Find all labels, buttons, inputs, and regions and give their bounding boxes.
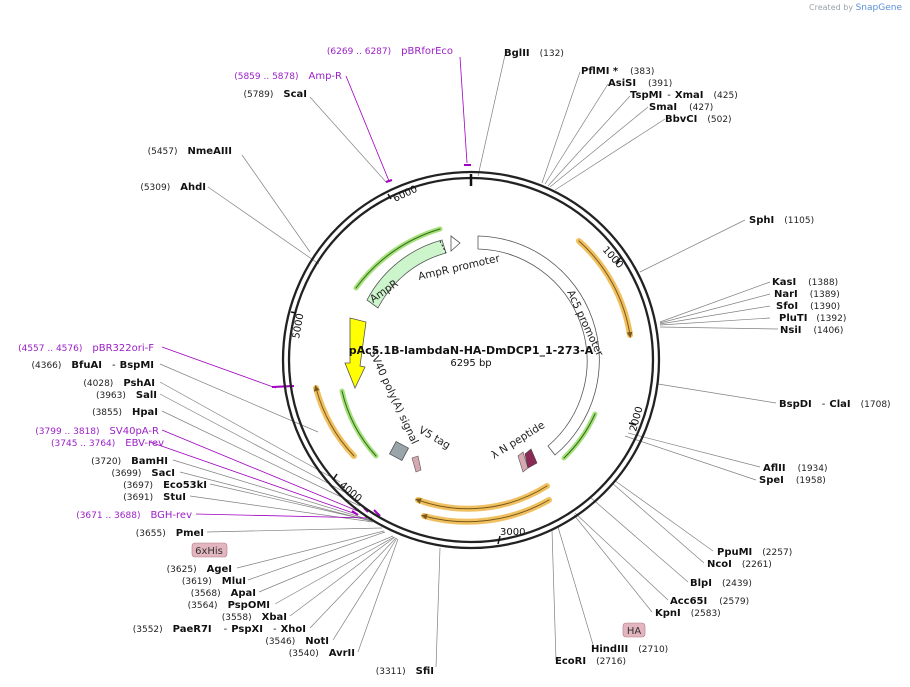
sv40-polya-feature[interactable] bbox=[344, 317, 367, 389]
svg-text:(3799 .. 3818)SV40pA-R: (3799 .. 3818)SV40pA-R bbox=[35, 426, 159, 437]
svg-text:(3655)PmeI: (3655)PmeI bbox=[136, 528, 204, 539]
svg-text:(5457)NmeAIII: (5457)NmeAIII bbox=[148, 146, 232, 157]
svg-text:KpnI(2583): KpnI(2583) bbox=[655, 608, 721, 619]
svg-text:(3311)SfiI: (3311)SfiI bbox=[376, 666, 434, 677]
svg-text:SfoI(1390): SfoI(1390) bbox=[776, 301, 840, 312]
svg-text:NarI(1389): NarI(1389) bbox=[774, 289, 840, 300]
svg-text:(5309)AhdI: (5309)AhdI bbox=[140, 182, 206, 193]
svg-text:KasI(1388): KasI(1388) bbox=[772, 277, 838, 288]
svg-text:(5859 .. 5878)Amp-R: (5859 .. 5878)Amp-R bbox=[234, 71, 342, 82]
primer-marks bbox=[271, 164, 471, 517]
tick-3000: 3000 bbox=[500, 527, 525, 538]
ha-tag-label: HA bbox=[627, 626, 642, 637]
his-tag-label: 6xHis bbox=[195, 546, 223, 557]
plasmid-length: 6295 bp bbox=[450, 358, 491, 369]
ampr-feature[interactable] bbox=[366, 239, 447, 309]
svg-text:PpuMI(2257): PpuMI(2257) bbox=[717, 547, 792, 558]
snapgene-watermark: Created by SnapGene bbox=[809, 3, 902, 13]
watermark-brand: SnapGene bbox=[855, 3, 902, 13]
svg-text:(5789)ScaI: (5789)ScaI bbox=[243, 89, 307, 100]
svg-text:(3619)MluI: (3619)MluI bbox=[182, 576, 246, 587]
svg-text:PflMI *(383): PflMI *(383) bbox=[581, 66, 654, 77]
svg-text:AsiSI(391): AsiSI(391) bbox=[608, 78, 672, 89]
plasmid-name: pAc5.1B-lambdaN-HA-DmDCP1_1-273-A bbox=[349, 344, 594, 357]
feature-label-v5: V5 tag bbox=[417, 424, 453, 452]
v5-tag-feature[interactable] bbox=[388, 440, 410, 462]
primer-leaders bbox=[149, 56, 468, 519]
backbone-outer bbox=[281, 170, 661, 550]
svg-text:BlpI(2439): BlpI(2439) bbox=[690, 578, 752, 589]
svg-text:(3564)PspOMI: (3564)PspOMI bbox=[188, 600, 270, 611]
svg-text:(3691)StuI: (3691)StuI bbox=[123, 492, 186, 503]
svg-text:(3720)BamHI: (3720)BamHI bbox=[91, 456, 168, 467]
his-tag-box[interactable] bbox=[191, 542, 228, 558]
svg-text:(3568)ApaI: (3568)ApaI bbox=[191, 588, 256, 599]
feature-label-lambda-n: λ N peptide bbox=[489, 419, 547, 461]
lambda-n-feature[interactable] bbox=[524, 448, 538, 469]
svg-text:(3699)SacI: (3699)SacI bbox=[111, 468, 175, 479]
svg-text:HindIII(2710): HindIII(2710) bbox=[591, 644, 668, 655]
svg-text:Acc65I(2579): Acc65I(2579) bbox=[670, 596, 749, 607]
svg-text:TspMI-XmaI(425): TspMI-XmaI(425) bbox=[630, 90, 738, 101]
svg-text:(3552)PaeR7I-PspXI-XhoI: (3552)PaeR7I-PspXI-XhoI bbox=[133, 624, 306, 635]
ac5-promoter-feature[interactable] bbox=[477, 235, 600, 456]
svg-text:PluTI(1392): PluTI(1392) bbox=[779, 313, 846, 324]
leader-lines bbox=[159, 54, 779, 668]
ampr-promoter-feature[interactable] bbox=[450, 235, 461, 252]
enzyme-name: BglII bbox=[504, 48, 530, 59]
svg-text:(3540)AvrII: (3540)AvrII bbox=[289, 648, 355, 659]
tick-marks bbox=[290, 193, 637, 545]
svg-text:BspDI-ClaI(1708): BspDI-ClaI(1708) bbox=[779, 399, 891, 410]
svg-text:(6269 .. 6287)pBRforEco: (6269 .. 6287)pBRforEco bbox=[327, 46, 453, 57]
ha-tag-box[interactable] bbox=[622, 622, 646, 638]
svg-text:(3558)XbaI: (3558)XbaI bbox=[222, 612, 287, 623]
svg-text:BglII(132): BglII(132) bbox=[504, 48, 564, 59]
svg-text:(4366)BfuAI-BspMI: (4366)BfuAI-BspMI bbox=[31, 360, 154, 371]
orf-arrows bbox=[313, 238, 633, 525]
primer-labels: (6269 .. 6287)pBRforEco (5859 .. 5878)Am… bbox=[18, 46, 453, 521]
enzyme-labels-left: (3311)SfiI (3540)AvrII (3546)NotI (3552)… bbox=[31, 89, 434, 677]
svg-text:(3697)Eco53kI: (3697)Eco53kI bbox=[123, 480, 207, 491]
svg-text:(3745 .. 3764)EBV-rev: (3745 .. 3764)EBV-rev bbox=[51, 438, 164, 449]
watermark-prefix: Created by bbox=[809, 3, 854, 12]
tick-4000: 4000 bbox=[337, 480, 364, 505]
svg-text:(4557 .. 4576)pBR322ori-F: (4557 .. 4576)pBR322ori-F bbox=[18, 343, 154, 354]
svg-text:SpeI(1958): SpeI(1958) bbox=[759, 475, 826, 486]
svg-text:NcoI(2261): NcoI(2261) bbox=[707, 559, 772, 570]
svg-text:BbvCI(502): BbvCI(502) bbox=[665, 114, 732, 125]
svg-text:EcoRI(2716): EcoRI(2716) bbox=[555, 656, 626, 667]
his-tag-marker[interactable] bbox=[411, 455, 422, 473]
svg-text:(3963)SalI: (3963)SalI bbox=[96, 390, 157, 401]
enzyme-labels-right: BglII(132) PflMI *(383) AsiSI(391) TspMI… bbox=[504, 48, 891, 667]
svg-text:SmaI(427): SmaI(427) bbox=[649, 102, 713, 113]
svg-text:AflII(1934): AflII(1934) bbox=[763, 463, 828, 474]
svg-text:(3625)AgeI: (3625)AgeI bbox=[167, 564, 232, 575]
svg-text:SphI(1105): SphI(1105) bbox=[749, 215, 814, 226]
svg-text:NsiI(1406): NsiI(1406) bbox=[780, 325, 843, 336]
svg-text:(3546)NotI: (3546)NotI bbox=[265, 636, 329, 647]
svg-text:(3671 .. 3688)BGH-rev: (3671 .. 3688)BGH-rev bbox=[76, 510, 192, 521]
tick-5000: 5000 bbox=[291, 313, 306, 340]
svg-text:(3855)HpaI: (3855)HpaI bbox=[92, 407, 158, 418]
svg-text:(4028)PshAI: (4028)PshAI bbox=[83, 378, 155, 389]
feature-label-sv40: SV40 poly(A) signal bbox=[366, 348, 420, 446]
green-arrows bbox=[339, 226, 598, 461]
